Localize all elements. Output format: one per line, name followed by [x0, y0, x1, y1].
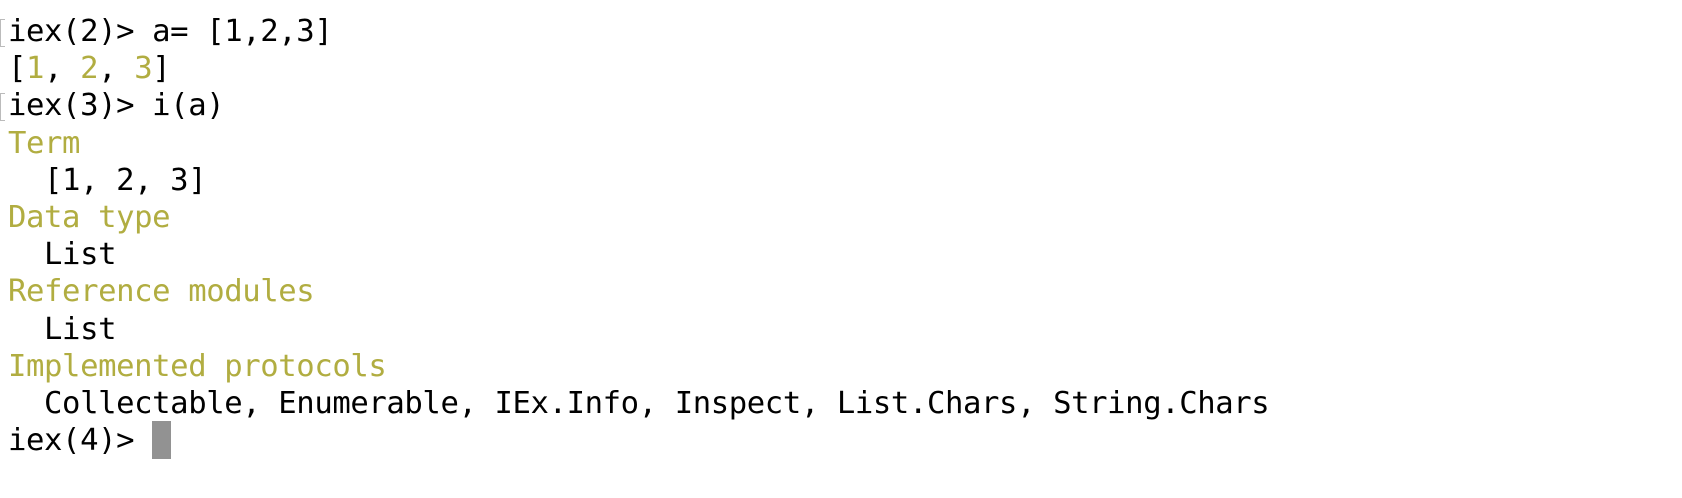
- separator: ,: [44, 51, 81, 87]
- section-heading: Data type: [8, 199, 171, 235]
- terminal-output[interactable]: iex(2)> a= [1,2,3][1, 2, 3]iex(3)> i(a)T…: [0, 13, 1270, 460]
- prompt: iex(4)>: [8, 423, 153, 459]
- command-input: i(a): [152, 88, 225, 124]
- prompt: iex(3)>: [8, 88, 153, 124]
- line-marker: [0, 19, 5, 47]
- bracket: [: [8, 51, 27, 87]
- section-heading: Implemented protocols: [8, 348, 387, 384]
- section-value: List: [8, 311, 117, 347]
- line-marker: [0, 93, 5, 122]
- number: 1: [26, 51, 45, 87]
- section-heading: Term: [8, 125, 81, 161]
- bracket: ]: [152, 51, 171, 87]
- prompt-line: iex(3)> i(a): [0, 87, 1269, 124]
- section-heading: Reference modules: [8, 274, 315, 310]
- cursor: [152, 421, 172, 460]
- separator: ,: [98, 51, 135, 87]
- number: 3: [134, 51, 153, 87]
- command-input: a= [1,2,3]: [152, 14, 333, 49]
- section-value: List: [8, 237, 117, 273]
- prompt: iex(2)>: [8, 14, 153, 49]
- number: 2: [80, 51, 99, 87]
- section-value: Collectable, Enumerable, IEx.Info, Inspe…: [8, 385, 1270, 421]
- result-line: [1, 2, 3]: [8, 50, 1269, 87]
- prompt-line[interactable]: iex(4)>: [8, 421, 1269, 460]
- section-value: [1, 2, 3]: [8, 162, 207, 198]
- prompt-line: iex(2)> a= [1,2,3]: [0, 13, 1269, 50]
